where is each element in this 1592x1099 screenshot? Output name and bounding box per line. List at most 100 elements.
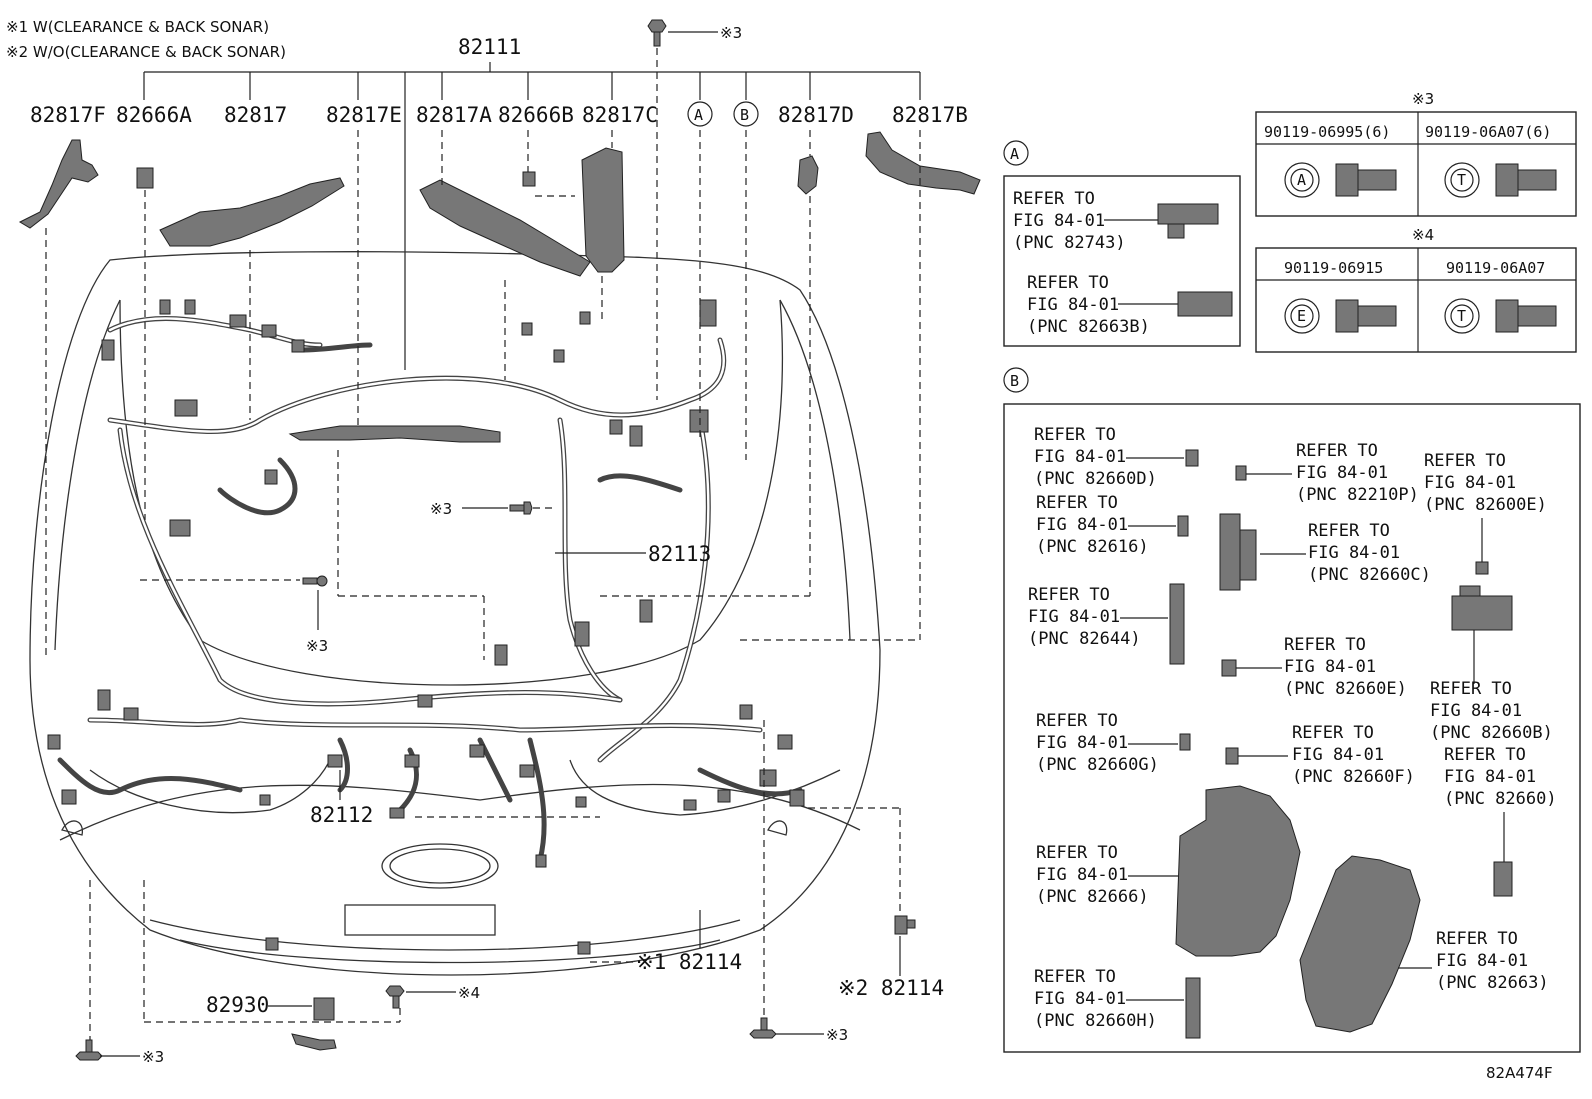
part-82114-wo-icon — [808, 807, 916, 976]
panel-a-ref-1: REFER TO FIG 84-01 (PNC 82743) — [1013, 189, 1219, 253]
panel-b-ref-82616: REFER TO FIG 84-01 (PNC 82616) — [1036, 493, 1189, 557]
svg-text:FIG 84-01: FIG 84-01 — [1027, 295, 1119, 315]
bolt-code-4: 90119-06A07 — [1446, 259, 1545, 277]
part-82666B — [522, 130, 575, 197]
bolt-bottom-left-icon — [75, 880, 140, 1061]
panel-b-ref-82660H: REFER TO FIG 84-01 (PNC 82660H) — [1034, 967, 1201, 1039]
svg-text:FIG 84-01: FIG 84-01 — [1424, 473, 1516, 493]
panel-b-ref-82660E: REFER TO FIG 84-01 (PNC 82660E) — [1221, 635, 1407, 699]
svg-text:REFER TO: REFER TO — [1036, 711, 1118, 731]
svg-text:REFER TO: REFER TO — [1028, 585, 1110, 605]
panel-b-ref-82663: REFER TO FIG 84-01 (PNC 82663) — [1299, 855, 1549, 1033]
bolt-head-a-icon: A — [1284, 162, 1397, 198]
label-82817B: 82817B — [892, 103, 968, 127]
panel-b-ref-82660B: REFER TO FIG 84-01 (PNC 82660B) — [1430, 585, 1553, 743]
panel-b-ref-82210P: REFER TO FIG 84-01 (PNC 82210P) — [1235, 441, 1419, 505]
label-82930: 82930 — [206, 993, 269, 1017]
label-82114-wo: ※2 82114 — [838, 976, 944, 1000]
svg-text:REFER TO: REFER TO — [1436, 929, 1518, 949]
bolt-head-t-icon-2: T — [1444, 298, 1557, 334]
bolt-code-1: 90119-06995(6) — [1264, 123, 1390, 141]
label-82666A: 82666A — [116, 103, 192, 127]
svg-text:(PNC 82660): (PNC 82660) — [1444, 789, 1557, 809]
panel-b-ref-82660C: REFER TO FIG 84-01 (PNC 82660C) — [1219, 513, 1431, 591]
mark-3-bay-left: ※3 — [306, 637, 328, 655]
part-82817D — [600, 130, 819, 597]
bolts-group-3-label: ※3 — [1412, 90, 1434, 108]
bolt-bottom-mid-icon — [385, 985, 456, 1009]
bolt-code-2: 90119-06A07(6) — [1425, 123, 1551, 141]
svg-text:FIG 84-01: FIG 84-01 — [1292, 745, 1384, 765]
part-82930-icon — [143, 880, 401, 1051]
bolts-table-4 — [1255, 247, 1577, 353]
note-2: ※2 W/O(CLEARANCE & BACK SONAR) — [6, 43, 286, 61]
svg-text:REFER TO: REFER TO — [1308, 521, 1390, 541]
callout-b: B — [733, 101, 759, 127]
callout-a: A — [687, 101, 713, 127]
svg-text:FIG 84-01: FIG 84-01 — [1296, 463, 1388, 483]
svg-text:REFER TO: REFER TO — [1013, 189, 1095, 209]
label-82111: 82111 — [458, 35, 521, 59]
svg-text:(PNC 82663B): (PNC 82663B) — [1027, 317, 1150, 337]
panel-b-ref-82660D: REFER TO FIG 84-01 (PNC 82660D) — [1034, 425, 1199, 489]
label-82817D: 82817D — [778, 103, 854, 127]
mark-3-top: ※3 — [720, 24, 742, 42]
label-82817: 82817 — [224, 103, 287, 127]
label-82666B: 82666B — [498, 103, 574, 127]
bolt-bay-mid-icon — [462, 501, 553, 515]
svg-text:(PNC 82600E): (PNC 82600E) — [1424, 495, 1547, 515]
label-82817F: 82817F — [30, 103, 106, 127]
svg-text:FIG 84-01: FIG 84-01 — [1284, 657, 1376, 677]
svg-text:REFER TO: REFER TO — [1034, 967, 1116, 987]
label-82817E: 82817E — [326, 103, 402, 127]
svg-text:REFER TO: REFER TO — [1444, 745, 1526, 765]
mark-4-bottom: ※4 — [458, 984, 480, 1002]
part-82817 — [159, 177, 345, 420]
svg-text:FIG 84-01: FIG 84-01 — [1430, 701, 1522, 721]
svg-text:(PNC 82644): (PNC 82644) — [1028, 629, 1141, 649]
bolts-group-4-label: ※4 — [1412, 226, 1434, 244]
panel-b-ref-82660: REFER TO FIG 84-01 (PNC 82660) — [1444, 745, 1557, 897]
svg-text:A: A — [1297, 171, 1306, 189]
svg-text:(PNC 82743): (PNC 82743) — [1013, 233, 1126, 253]
svg-text:(PNC 82660D): (PNC 82660D) — [1034, 469, 1157, 489]
svg-text:FIG 84-01: FIG 84-01 — [1036, 733, 1128, 753]
svg-text:FIG 84-01: FIG 84-01 — [1034, 447, 1126, 467]
svg-text:REFER TO: REFER TO — [1424, 451, 1506, 471]
bolt-top-icon — [647, 19, 718, 400]
panel-b-ref-82666: REFER TO FIG 84-01 (PNC 82666) — [1036, 785, 1301, 957]
part-82817E — [288, 130, 501, 660]
svg-text:T: T — [1457, 307, 1466, 325]
label-82112: 82112 — [310, 803, 373, 827]
engine-harness — [57, 316, 803, 863]
svg-text:(PNC 82660E): (PNC 82660E) — [1284, 679, 1407, 699]
panel-b-ref-82644: REFER TO FIG 84-01 (PNC 82644) — [1028, 583, 1185, 665]
label-82817C: 82817C — [582, 103, 658, 127]
svg-text:REFER TO: REFER TO — [1284, 635, 1366, 655]
svg-text:B: B — [1010, 372, 1019, 390]
svg-text:(PNC 82663): (PNC 82663) — [1436, 973, 1549, 993]
svg-text:(PNC 82660B): (PNC 82660B) — [1430, 723, 1553, 743]
svg-text:FIG 84-01: FIG 84-01 — [1034, 989, 1126, 1009]
svg-text:A: A — [1010, 145, 1019, 163]
svg-text:REFER TO: REFER TO — [1430, 679, 1512, 699]
bolt-code-3: 90119-06915 — [1284, 259, 1383, 277]
connectors — [47, 299, 805, 955]
part-82666A — [136, 167, 154, 520]
bolts-table-3 — [1255, 111, 1577, 217]
svg-text:FIG 84-01: FIG 84-01 — [1436, 951, 1528, 971]
svg-text:FIG 84-01: FIG 84-01 — [1308, 543, 1400, 563]
svg-text:T: T — [1457, 171, 1466, 189]
mark-3-bottom-right: ※3 — [826, 1026, 848, 1044]
svg-text:B: B — [740, 106, 749, 124]
svg-text:FIG 84-01: FIG 84-01 — [1028, 607, 1120, 627]
svg-text:(PNC 82660G): (PNC 82660G) — [1036, 755, 1159, 775]
svg-text:(PNC 82660F): (PNC 82660F) — [1292, 767, 1415, 787]
svg-text:REFER TO: REFER TO — [1036, 493, 1118, 513]
panel-b-ref-82600E: REFER TO FIG 84-01 (PNC 82600E) — [1424, 451, 1547, 575]
part-82817F — [18, 139, 99, 660]
part-82817A — [419, 130, 591, 380]
panel-b-circle: B — [1003, 367, 1029, 393]
bolt-bay-left-icon — [140, 575, 328, 630]
